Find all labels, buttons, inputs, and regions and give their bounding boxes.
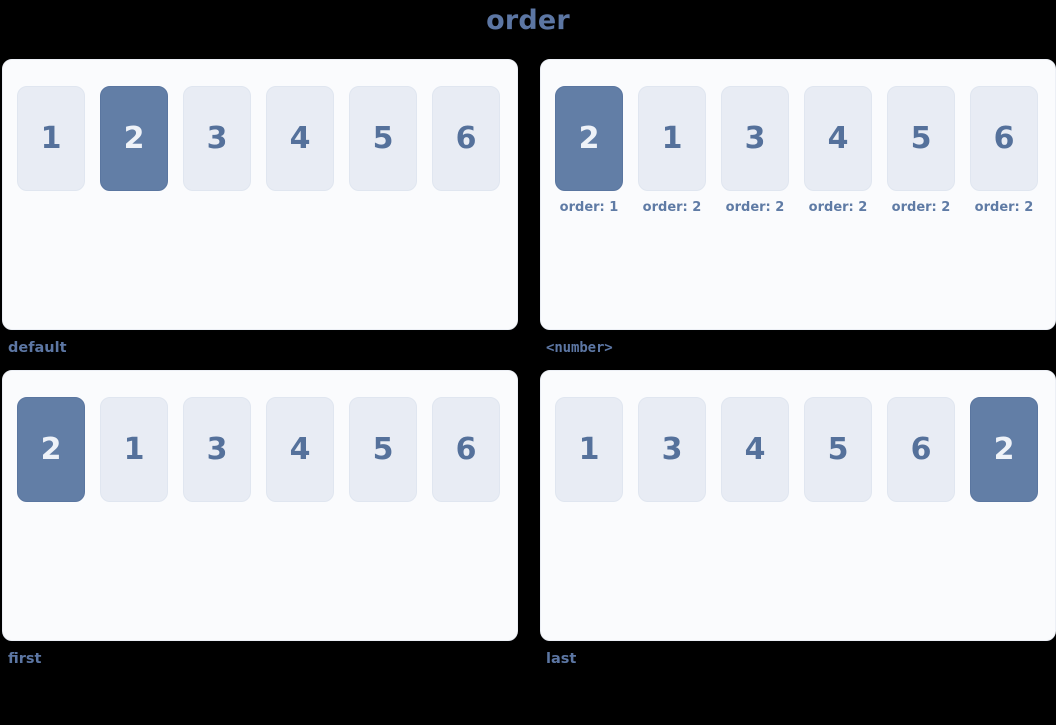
list-item: 5 bbox=[804, 397, 872, 502]
order-card[interactable]: 6 bbox=[887, 397, 955, 502]
page-title: order bbox=[486, 5, 570, 36]
order-card[interactable]: 3 bbox=[721, 86, 789, 191]
list-item: 6 bbox=[887, 397, 955, 502]
order-card[interactable]: 1 bbox=[638, 86, 706, 191]
list-item: 5 order: 2 bbox=[887, 86, 955, 215]
panel-number: 2 order: 1 1 order: 2 3 order: 2 4 order… bbox=[540, 59, 1056, 330]
list-item: 4 order: 2 bbox=[804, 86, 872, 215]
list-item: 2 bbox=[17, 397, 85, 502]
order-card[interactable]: 1 bbox=[100, 397, 168, 502]
order-card[interactable]: 4 bbox=[721, 397, 789, 502]
list-item: 5 bbox=[349, 86, 417, 191]
order-card[interactable]: 6 bbox=[970, 86, 1038, 191]
panel-caption-last: last bbox=[546, 651, 577, 667]
card-row: 1 3 4 5 6 2 bbox=[555, 397, 1055, 502]
list-item: 2 order: 1 bbox=[555, 86, 623, 215]
order-value-label: order: 1 bbox=[559, 200, 619, 215]
list-item: 1 bbox=[100, 397, 168, 502]
card-row: 2 order: 1 1 order: 2 3 order: 2 4 order… bbox=[555, 86, 1055, 215]
demo-block-number: 2 order: 1 1 order: 2 3 order: 2 4 order… bbox=[540, 59, 1056, 370]
order-card[interactable]: 1 bbox=[17, 86, 85, 191]
order-value-label: order: 2 bbox=[891, 200, 951, 215]
list-item: 3 bbox=[183, 86, 251, 191]
list-item: 6 bbox=[432, 86, 500, 191]
panel-first: 2 1 3 4 5 6 bbox=[2, 370, 518, 641]
order-card[interactable]: 3 bbox=[183, 86, 251, 191]
demo-block-default: 1 2 3 4 5 6 bbox=[2, 59, 518, 370]
panel-caption-first: first bbox=[8, 651, 42, 667]
list-item: 2 bbox=[970, 397, 1038, 502]
order-card[interactable]: 1 bbox=[555, 397, 623, 502]
order-card[interactable]: 6 bbox=[432, 397, 500, 502]
list-item: 4 bbox=[266, 397, 334, 502]
list-item: 1 bbox=[555, 397, 623, 502]
demo-block-first: 2 1 3 4 5 6 bbox=[2, 370, 518, 681]
card-row: 1 2 3 4 5 6 bbox=[17, 86, 517, 191]
panel-last: 1 3 4 5 6 2 bbox=[540, 370, 1056, 641]
order-card-highlighted[interactable]: 2 bbox=[100, 86, 168, 191]
list-item: 6 bbox=[432, 397, 500, 502]
card-row: 2 1 3 4 5 6 bbox=[17, 397, 517, 502]
list-item: 6 order: 2 bbox=[970, 86, 1038, 215]
order-value-label: order: 2 bbox=[974, 200, 1034, 215]
list-item: 4 bbox=[266, 86, 334, 191]
order-card-highlighted[interactable]: 2 bbox=[970, 397, 1038, 502]
list-item: 2 bbox=[100, 86, 168, 191]
list-item: 3 bbox=[638, 397, 706, 502]
order-card[interactable]: 3 bbox=[183, 397, 251, 502]
order-card[interactable]: 5 bbox=[804, 397, 872, 502]
order-card[interactable]: 5 bbox=[887, 86, 955, 191]
panel-default: 1 2 3 4 5 6 bbox=[2, 59, 518, 330]
order-card-highlighted[interactable]: 2 bbox=[17, 397, 85, 502]
demo-grid: 1 2 3 4 5 6 bbox=[2, 59, 1056, 679]
list-item: 1 bbox=[17, 86, 85, 191]
order-card[interactable]: 4 bbox=[804, 86, 872, 191]
list-item: 1 order: 2 bbox=[638, 86, 706, 215]
order-value-label: order: 2 bbox=[808, 200, 868, 215]
list-item: 4 bbox=[721, 397, 789, 502]
demo-block-last: 1 3 4 5 6 2 bbox=[540, 370, 1056, 681]
order-card[interactable]: 5 bbox=[349, 397, 417, 502]
panel-caption-default: default bbox=[8, 340, 67, 356]
order-card[interactable]: 6 bbox=[432, 86, 500, 191]
order-value-label: order: 2 bbox=[725, 200, 785, 215]
order-card[interactable]: 4 bbox=[266, 397, 334, 502]
list-item: 5 bbox=[349, 397, 417, 502]
order-card[interactable]: 4 bbox=[266, 86, 334, 191]
order-card-highlighted[interactable]: 2 bbox=[555, 86, 623, 191]
order-value-label: order: 2 bbox=[642, 200, 702, 215]
order-card[interactable]: 3 bbox=[638, 397, 706, 502]
order-card[interactable]: 5 bbox=[349, 86, 417, 191]
panel-caption-number: <number> bbox=[546, 340, 613, 356]
list-item: 3 bbox=[183, 397, 251, 502]
list-item: 3 order: 2 bbox=[721, 86, 789, 215]
